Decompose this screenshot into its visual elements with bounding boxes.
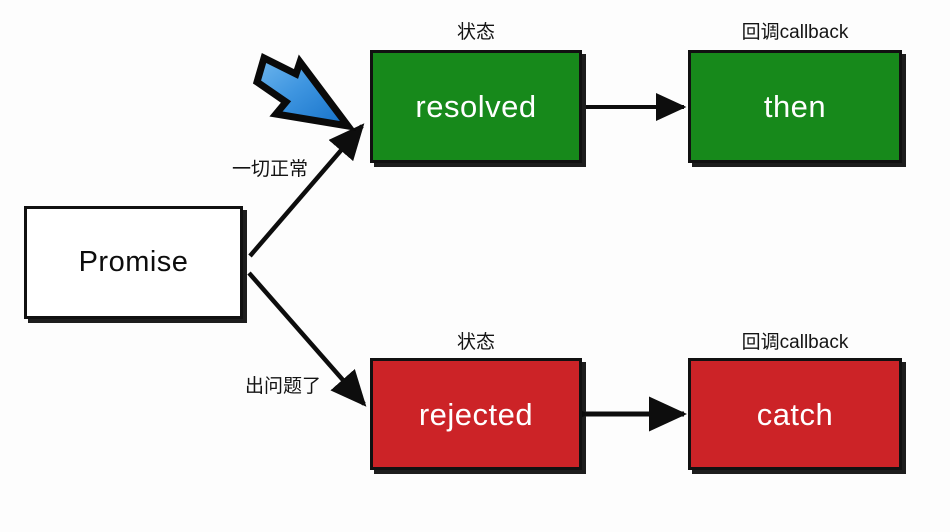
edge-label-success: 一切正常 <box>232 159 309 180</box>
node-catch[interactable]: catch <box>688 358 902 470</box>
caption-state-bottom: 状态 <box>456 332 495 353</box>
edge-promise-to-resolved <box>248 123 365 258</box>
caption-state-top: 状态 <box>456 22 495 43</box>
edge-label-failure: 出问题了 <box>245 376 322 397</box>
node-rejected[interactable]: rejected <box>370 358 582 470</box>
caption-callback-top: 回调callback <box>741 22 849 43</box>
node-resolved[interactable]: resolved <box>370 50 582 163</box>
caption-callback-bottom: 回调callback <box>741 332 849 353</box>
node-catch-label: catch <box>756 396 834 432</box>
node-then[interactable]: then <box>688 50 902 163</box>
node-promise-label: Promise <box>78 246 189 278</box>
node-then-label: then <box>763 89 827 124</box>
node-resolved-label: resolved <box>415 89 537 124</box>
blue-pointer-arrow <box>252 52 357 131</box>
node-rejected-label: rejected <box>418 396 534 432</box>
node-promise[interactable]: Promise <box>24 206 243 319</box>
